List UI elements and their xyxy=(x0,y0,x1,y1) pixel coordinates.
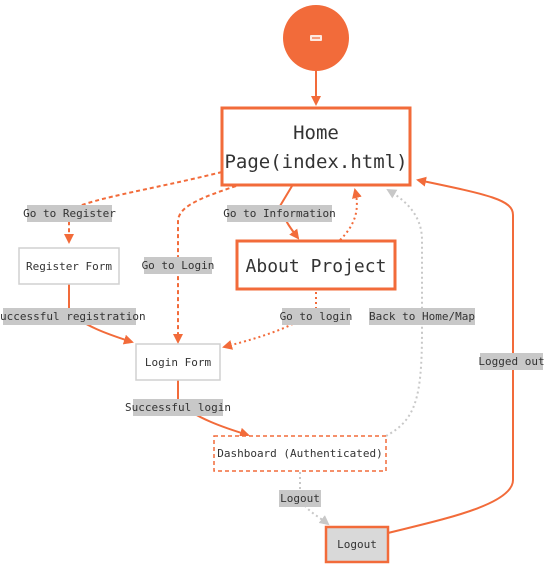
start-node[interactable] xyxy=(283,5,349,71)
node-logout-label: Logout xyxy=(337,538,377,551)
svg-text:Back to Home/Map: Back to Home/Map xyxy=(369,310,475,323)
node-home-page[interactable]: Home Page(index.html) xyxy=(220,106,412,187)
edge-about-home xyxy=(339,188,362,241)
node-register-form[interactable]: Register Form xyxy=(18,247,120,285)
edge-label-go-to-information: Go to Information xyxy=(223,205,336,222)
svg-text:Go to Register: Go to Register xyxy=(23,207,116,220)
svg-text:Logged out: Logged out xyxy=(478,355,544,368)
node-about-label: About Project xyxy=(246,256,387,277)
svg-text:Successful registration: Successful registration xyxy=(0,310,146,323)
node-home-line1: Home xyxy=(293,122,339,144)
edge-label-successful-login: Successful login xyxy=(125,399,231,416)
node-login-label: Login Form xyxy=(145,356,212,369)
edge-label-back-to-home-map: Back to Home/Map xyxy=(369,308,475,325)
edge-label-go-to-login-lower: Go to login xyxy=(280,308,353,325)
edge-label-go-to-register: Go to Register xyxy=(23,205,116,222)
svg-text:Go to Information: Go to Information xyxy=(223,207,336,220)
node-login-form[interactable]: Login Form xyxy=(135,343,221,381)
svg-text:Successful login: Successful login xyxy=(125,401,231,414)
svg-text:Go to login: Go to login xyxy=(280,310,353,323)
node-logout[interactable]: Logout xyxy=(324,525,390,564)
node-dashboard[interactable]: Dashboard (Authenticated) xyxy=(213,435,387,472)
svg-text:Go to Login: Go to Login xyxy=(142,259,215,272)
node-about-project[interactable]: About Project xyxy=(235,239,397,291)
node-home-line2: Page(index.html) xyxy=(224,151,407,173)
edge-logout-home xyxy=(387,176,514,534)
node-register-label: Register Form xyxy=(26,260,112,273)
node-dashboard-label: Dashboard (Authenticated) xyxy=(217,447,383,460)
edge-label-go-to-login: Go to Login xyxy=(142,257,215,274)
svg-text:Logout: Logout xyxy=(280,492,320,505)
edge-label-logout: Logout xyxy=(279,490,321,507)
edge-label-successful-registration: Successful registration xyxy=(0,308,146,325)
edge-label-logged-out: Logged out xyxy=(478,353,545,370)
